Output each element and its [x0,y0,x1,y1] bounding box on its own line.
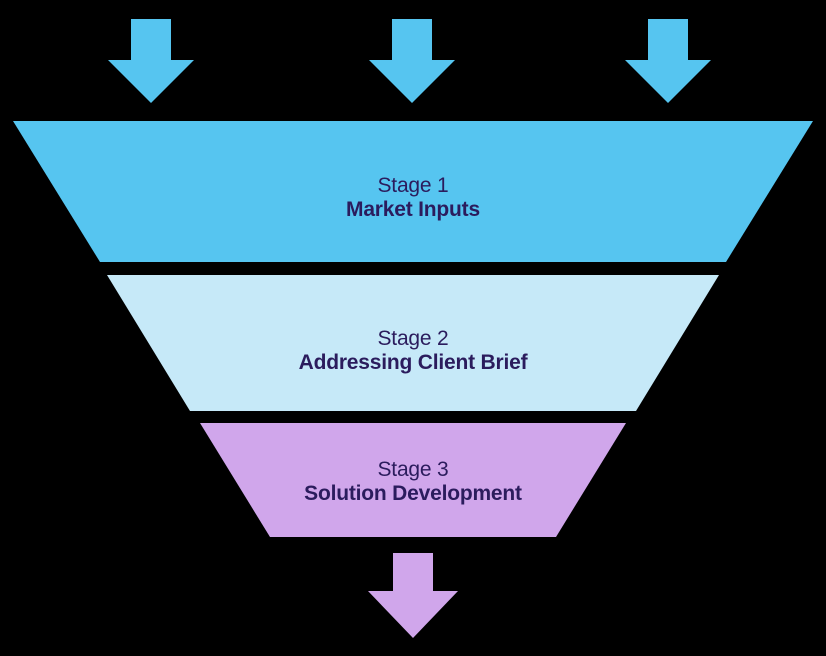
stage-3-trapezoid [200,423,626,537]
funnel-stage-3: Stage 3 Solution Development [200,423,626,537]
down-arrow-icon-middle [369,19,455,103]
stage-1-trapezoid [13,121,813,262]
bottom-arrow-group [368,553,458,638]
down-arrow-icon-right [625,19,711,103]
stage-2-trapezoid [107,275,719,411]
funnel-stage-1: Stage 1 Market Inputs [13,121,813,262]
down-arrow-icon-left [108,19,194,103]
stage-1-name: Market Inputs [346,198,480,221]
stage-2-label: Stage 2 [378,327,449,350]
stage-2-name: Addressing Client Brief [299,351,529,374]
stage-3-label: Stage 3 [378,458,449,481]
stage-3-name: Solution Development [304,482,522,505]
down-arrow-icon-output [368,553,458,638]
stage-1-label: Stage 1 [378,174,449,197]
top-arrows-group [108,19,711,103]
funnel-stage-2: Stage 2 Addressing Client Brief [107,275,719,411]
